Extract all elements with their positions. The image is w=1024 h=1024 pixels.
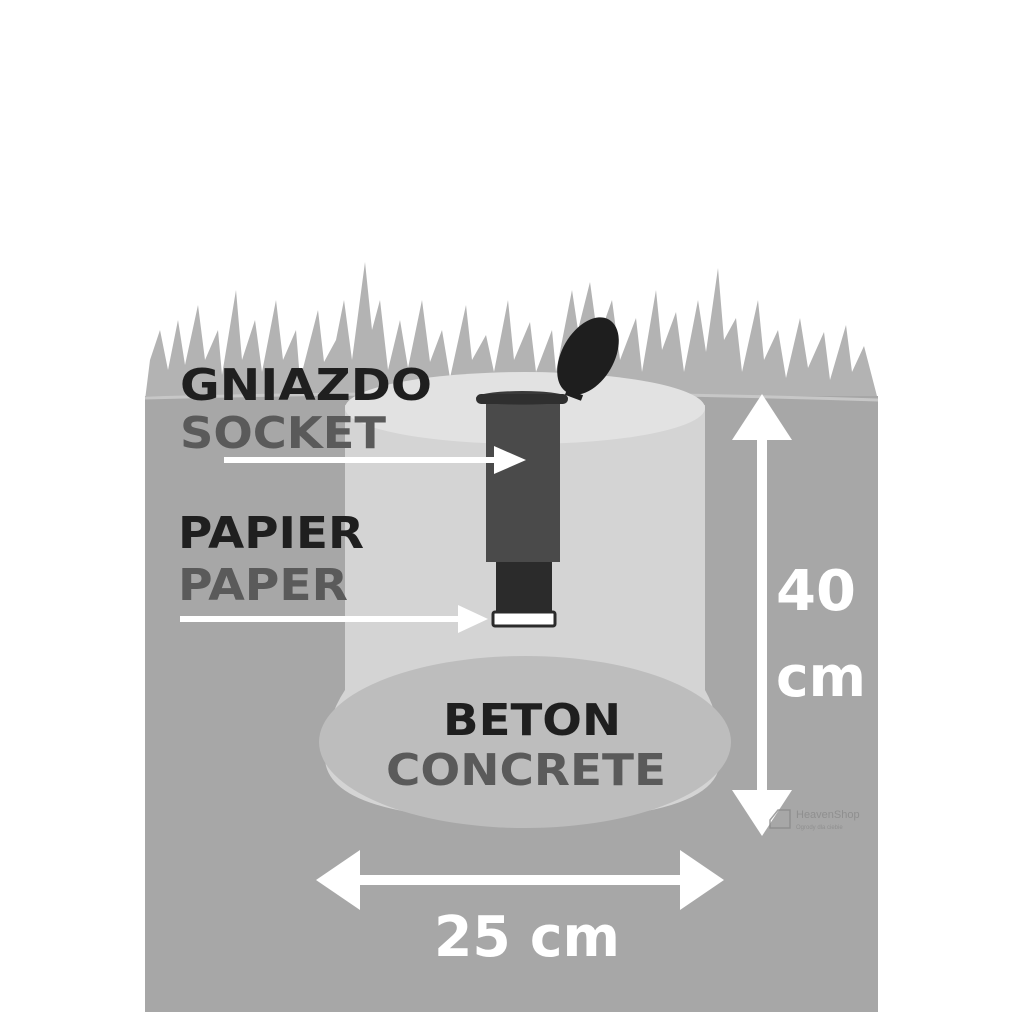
height-value: 40 [776, 559, 856, 624]
width-label: 25 cm [434, 905, 620, 970]
socket-lid [557, 317, 619, 401]
height-unit: cm [776, 645, 866, 710]
paper-arrow [180, 605, 488, 633]
watermark-logo-icon [769, 809, 791, 829]
paper-ring [491, 610, 557, 628]
label-concrete-en: CONCRETE [386, 745, 666, 796]
label-concrete-pl: BETON [443, 695, 621, 746]
watermark: HeavenShop Ogrody dla ciebie [769, 809, 860, 831]
label-socket-pl: GNIAZDO [180, 360, 432, 411]
watermark-tagline: Ogrody dla ciebie [796, 825, 843, 831]
socket-arrow [224, 446, 526, 474]
socket [476, 317, 619, 628]
watermark-brand: HeavenShop [796, 809, 860, 821]
height-arrow [732, 394, 792, 836]
width-arrow [316, 850, 724, 910]
label-socket-en: SOCKET [180, 408, 386, 459]
label-paper-pl: PAPIER [178, 508, 364, 559]
label-paper-en: PAPER [178, 560, 348, 611]
grass [145, 262, 878, 400]
concrete-base [319, 656, 731, 828]
